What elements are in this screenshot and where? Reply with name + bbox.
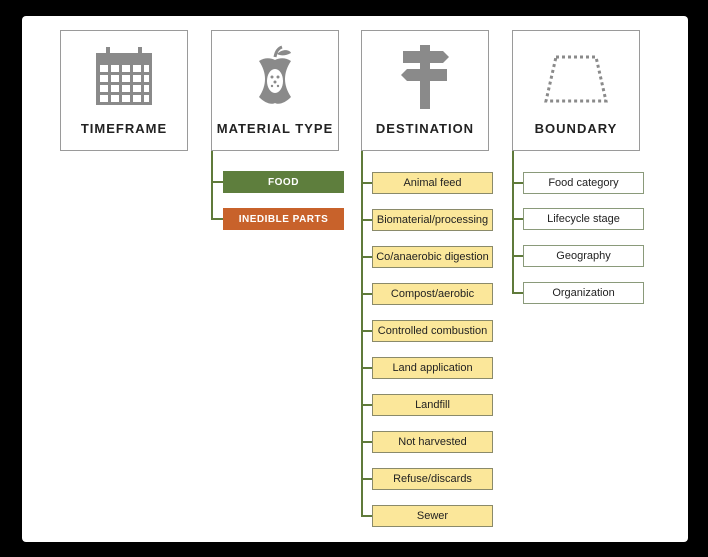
destination-branch <box>361 515 372 517</box>
material-tag-inedible-parts: INEDIBLE PARTS <box>223 208 344 230</box>
boundary-branch <box>512 182 523 184</box>
destination-branch <box>361 367 372 369</box>
material-type-card: MATERIAL TYPE <box>211 30 339 151</box>
boundary-item: Geography <box>523 245 644 267</box>
material-connector <box>211 151 213 219</box>
signpost-icon <box>362 45 488 109</box>
destination-item: Controlled combustion <box>372 320 493 342</box>
boundary-branch <box>512 218 523 220</box>
destination-item: Co/anaerobic digestion <box>372 246 493 268</box>
destination-item: Sewer <box>372 505 493 527</box>
destination-branch <box>361 219 372 221</box>
apple-core-icon <box>212 45 338 109</box>
destination-item: Compost/aerobic <box>372 283 493 305</box>
material-branch <box>211 218 223 220</box>
destination-branch <box>361 330 372 332</box>
diagram-canvas: TIMEFRAME MATERIAL TYPE DESTINATION <box>22 16 688 542</box>
destination-item: Not harvested <box>372 431 493 453</box>
dashed-trapezoid-icon <box>513 45 639 109</box>
boundary-card: BOUNDARY <box>512 30 640 151</box>
material-type-title: MATERIAL TYPE <box>216 121 334 136</box>
timeframe-title: TIMEFRAME <box>80 121 168 136</box>
calendar-icon <box>61 45 187 109</box>
timeframe-card: TIMEFRAME <box>60 30 188 151</box>
destination-connector <box>361 151 363 516</box>
boundary-item: Lifecycle stage <box>523 208 644 230</box>
destination-branch <box>361 256 372 258</box>
destination-branch <box>361 293 372 295</box>
destination-branch <box>361 404 372 406</box>
boundary-item: Food category <box>523 172 644 194</box>
destination-branch <box>361 478 372 480</box>
boundary-branch <box>512 255 523 257</box>
material-tag-food: FOOD <box>223 171 344 193</box>
boundary-connector <box>512 151 514 294</box>
destination-item: Refuse/discards <box>372 468 493 490</box>
destination-branch <box>361 182 372 184</box>
destination-item: Land application <box>372 357 493 379</box>
boundary-title: BOUNDARY <box>534 121 618 136</box>
boundary-item: Organization <box>523 282 644 304</box>
destination-item: Landfill <box>372 394 493 416</box>
material-branch <box>211 181 223 183</box>
destination-item: Biomaterial/processing <box>372 209 493 231</box>
destination-item: Animal feed <box>372 172 493 194</box>
destination-card: DESTINATION <box>361 30 489 151</box>
destination-title: DESTINATION <box>375 121 475 136</box>
destination-branch <box>361 441 372 443</box>
boundary-branch <box>512 292 523 294</box>
